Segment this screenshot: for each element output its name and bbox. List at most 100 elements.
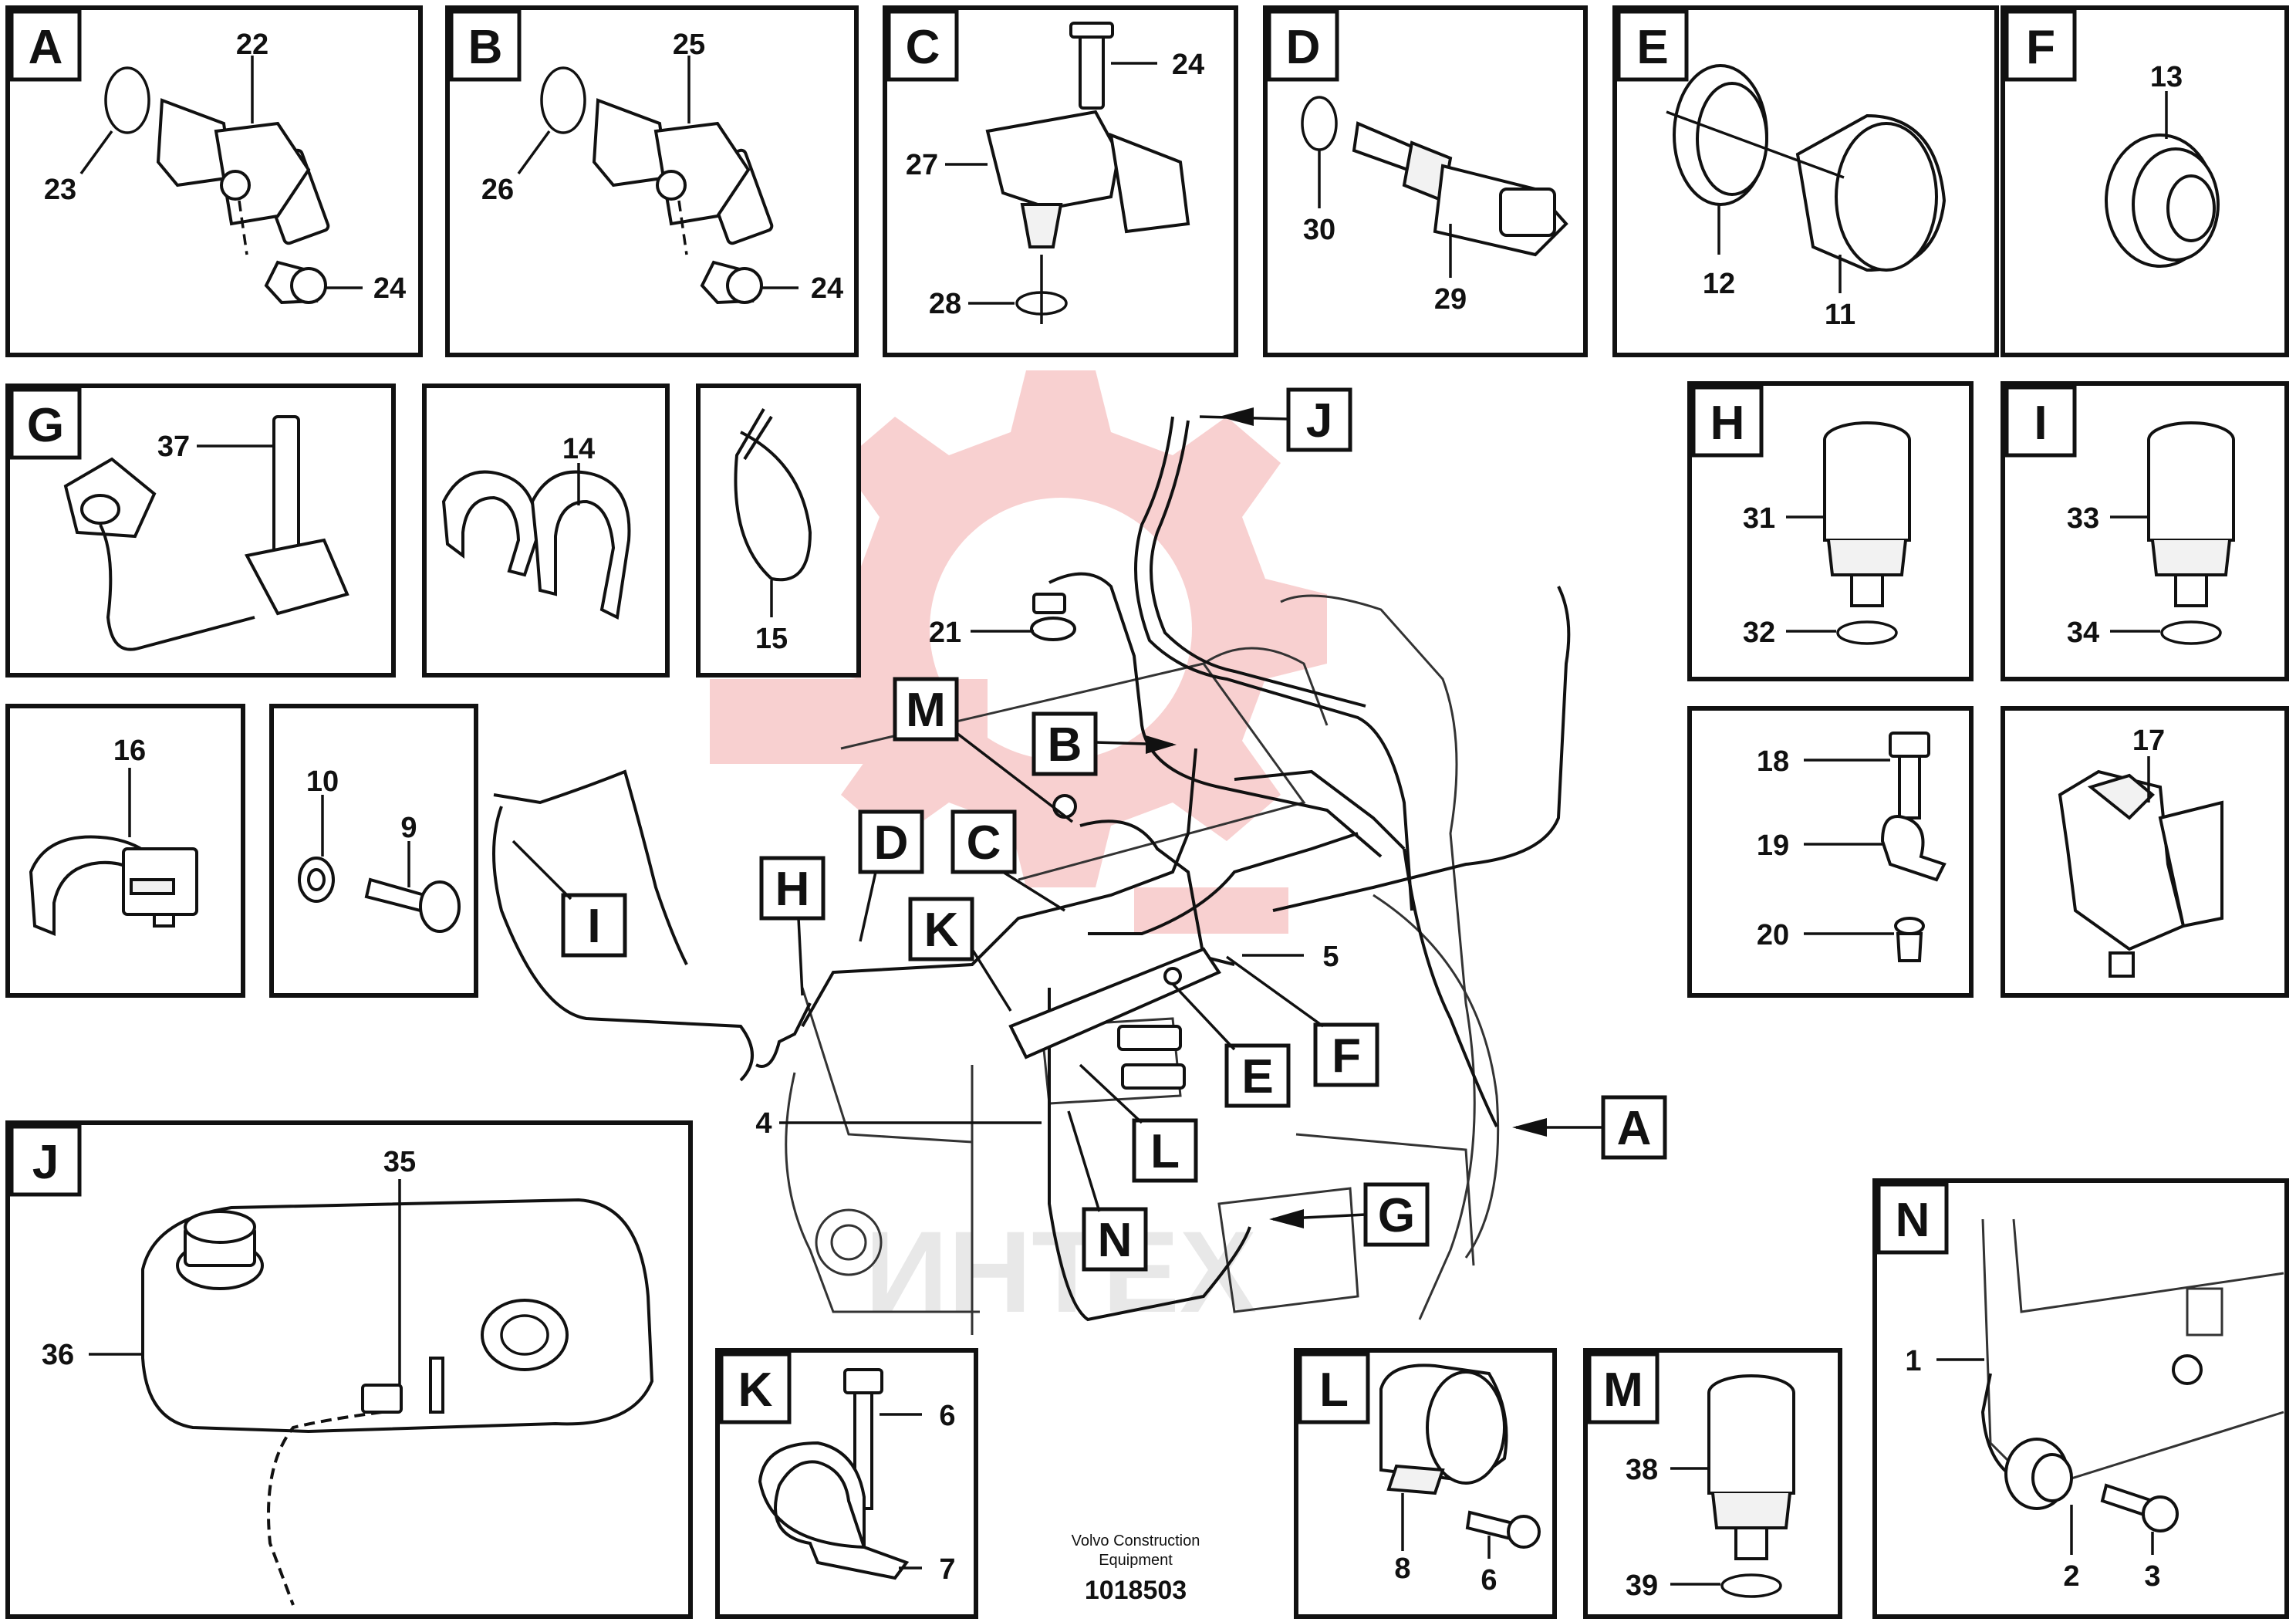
panel-f: F 13 (2001, 5, 2289, 357)
label-7: 7 (939, 1553, 955, 1586)
panel-h: H 31 32 (1687, 381, 1974, 681)
label-14: 14 (562, 433, 595, 465)
filler-cap-icon (1666, 64, 1947, 272)
label-2: 2 (2063, 1560, 2079, 1593)
label-6: 6 (1481, 1564, 1497, 1597)
callout-k-label: K (924, 904, 959, 957)
callout-n-label: N (1098, 1214, 1133, 1267)
crankshaft-sensor-icon (104, 66, 330, 305)
pressure-switch-icon (2147, 421, 2235, 645)
label-3: 3 (2144, 1560, 2160, 1593)
engine-assembly (492, 416, 1571, 1335)
panel-b-tag: B (468, 21, 503, 74)
level-sensor-icon (63, 415, 349, 651)
label-22: 22 (236, 29, 268, 61)
callout-b-label: B (1048, 718, 1082, 772)
panel-h-tag: H (1710, 397, 1745, 450)
label-39: 39 (1626, 1570, 1658, 1602)
panel-d-tag: D (1286, 21, 1321, 74)
callout-l: L (1079, 1063, 1198, 1183)
pressure-switch-icon (1823, 421, 1911, 645)
label-24: 24 (1172, 49, 1204, 81)
callout-m: M (893, 677, 1074, 823)
label-17: 17 (2132, 725, 2165, 757)
panel-14: 14 (422, 384, 670, 678)
panel-tag-box (9, 9, 82, 82)
panel-j: J 35 36 (5, 1120, 693, 1619)
label-20: 20 (1757, 919, 1789, 951)
label-27: 27 (906, 149, 938, 181)
watermark-text: ИНТЕХ (865, 1207, 1257, 1336)
cable-tie-icon (734, 407, 812, 582)
panel-c: C 24 27 28 (883, 5, 1238, 357)
label-1: 1 (1905, 1345, 1921, 1377)
washer-tank-icon (141, 1198, 654, 1606)
label-24: 24 (811, 272, 843, 305)
label-13: 13 (2150, 61, 2183, 93)
panel-k: K 6 7 (715, 1348, 978, 1619)
label-11: 11 (1825, 299, 1855, 331)
label-34: 34 (2067, 617, 2099, 649)
label-33: 33 (2067, 502, 2099, 535)
callout-e-label: E (1241, 1050, 1273, 1103)
callout-j: J (1199, 387, 1352, 452)
panel-i: I 33 34 (2001, 381, 2289, 681)
label-9: 9 (400, 812, 417, 844)
panel-l: L 8 6 (1294, 1348, 1557, 1619)
callout-n: N (1067, 1110, 1148, 1272)
label-35: 35 (383, 1146, 416, 1178)
panel-d: D 30 29 (1263, 5, 1588, 357)
panel-e: E 12 11 (1612, 5, 1999, 357)
callout-c: C (950, 809, 1065, 912)
callout-d: D (858, 809, 924, 942)
label-36: 36 (42, 1339, 74, 1371)
label-26: 26 (481, 174, 514, 206)
panel-e-tag: E (1636, 21, 1668, 74)
camshaft-sensor-icon (540, 66, 774, 305)
label-15: 15 (755, 623, 788, 655)
label-37: 37 (157, 431, 190, 463)
panel-j-tag: J (32, 1136, 59, 1189)
callout-m-label: M (906, 684, 946, 737)
label-10: 10 (306, 765, 339, 798)
pressure-sensor-icon (1707, 1374, 1795, 1598)
callout-j-label: J (1306, 394, 1332, 448)
label-12: 12 (1703, 268, 1735, 300)
bolt-washer-icon (298, 857, 461, 933)
panel-i-tag: I (2034, 397, 2047, 450)
callout-g: G (1269, 1182, 1430, 1247)
callout-e: E (1171, 982, 1291, 1108)
panel-9-10: 10 9 (269, 704, 478, 998)
hose-clip-icon (2058, 769, 2223, 978)
panel-l-tag: L (1319, 1363, 1349, 1417)
callout-a-label: A (1617, 1102, 1652, 1155)
panel-a-tag: A (29, 21, 63, 74)
panel-16: 16 (5, 704, 245, 998)
panel-b: B 25 26 24 (445, 5, 859, 357)
label-32: 32 (1743, 617, 1775, 649)
pressure-sensor-icon (985, 22, 1190, 324)
label-31: 31 (1743, 502, 1775, 535)
label-24: 24 (373, 272, 406, 305)
callout-g-label: G (1378, 1189, 1415, 1242)
label-19: 19 (1757, 830, 1789, 862)
panel-g-tag: G (27, 399, 64, 452)
panel-a: A 22 23 24 (5, 5, 423, 357)
main-label-4: 4 (755, 1107, 1042, 1140)
callout-i: I (512, 840, 627, 958)
clamp-icon (29, 835, 198, 936)
label-38: 38 (1626, 1454, 1658, 1486)
panel-c-tag: C (906, 21, 940, 74)
label-5: 5 (1322, 941, 1339, 973)
engine-block-detail-icon (1980, 1218, 2284, 1532)
label-29: 29 (1434, 283, 1467, 316)
panel-k-tag: K (738, 1363, 773, 1417)
label-30: 30 (1303, 214, 1335, 246)
publisher-line1: Volvo Construction (1072, 1532, 1200, 1549)
callout-i-label: I (587, 900, 600, 953)
label-25: 25 (673, 29, 705, 61)
panel-18-19-20: 18 19 20 (1687, 706, 1974, 998)
drawing-number: 1018503 (1085, 1576, 1187, 1605)
main-label-21: 21 (929, 617, 1034, 649)
